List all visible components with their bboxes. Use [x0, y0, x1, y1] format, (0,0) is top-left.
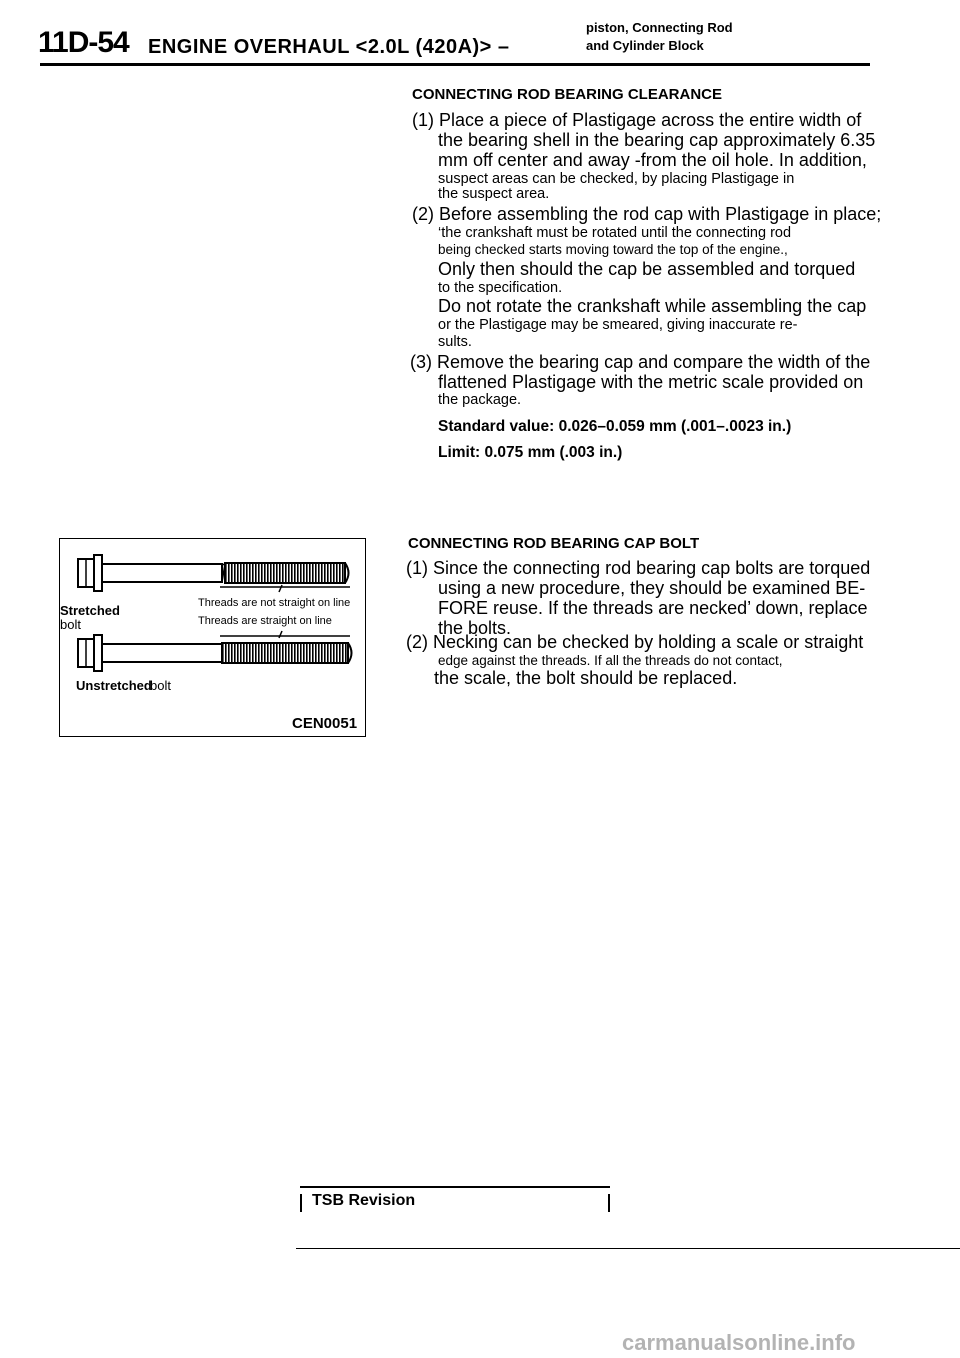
unstretched-bolt-drawing	[77, 630, 353, 672]
cap-bolt-line: using a new procedure, they should be ex…	[438, 578, 866, 598]
rod-clearance-line: suspect areas can be checked, by placing…	[438, 171, 795, 187]
bolt-diagram	[77, 554, 353, 672]
rod-clearance-line: to the specification.	[438, 280, 563, 296]
rod-clearance-line: mm off center and away -from the oil hol…	[438, 150, 867, 170]
rod-clearance-line: or the Plastigage may be smeared, giving…	[438, 317, 798, 333]
figure-label-stretched: Stretched	[60, 603, 120, 618]
rod-clearance-line: the bearing shell in the bearing cap app…	[438, 130, 876, 150]
standard-value: Standard value: 0.026–0.059 mm (.001–.00…	[438, 418, 792, 435]
figure-label-unstretched-bolt: bolt	[150, 678, 171, 693]
limit-value: Limit: 0.075 mm (.003 in.)	[438, 444, 623, 461]
rod-clearance-line: Do not rotate the crankshaft while assem…	[438, 296, 867, 316]
cap-bolt-line: (2) Necking can be checked by holding a …	[406, 632, 864, 652]
subsection-line-2: and Cylinder Block	[586, 38, 704, 53]
footer-rule	[296, 1248, 960, 1249]
rod-clearance-line: sults.	[438, 334, 472, 350]
section-title: ENGINE OVERHAUL <2.0L (420A)> –	[148, 36, 510, 58]
tsb-box-right-edge	[608, 1194, 610, 1212]
cap-bolt-heading: CONNECTING ROD BEARING CAP BOLT	[408, 535, 700, 552]
rod-clearance-heading: CONNECTING ROD BEARING CLEARANCE	[412, 86, 723, 103]
tsb-box-left-edge	[300, 1194, 302, 1212]
rod-clearance-line: being checked starts moving toward the t…	[438, 242, 788, 257]
rod-clearance-line: (1) Place a piece of Plastigage across t…	[412, 110, 862, 130]
cap-bolt-line: FORE reuse. If the threads are necked’ d…	[438, 598, 868, 618]
rod-clearance-line: (3) Remove the bearing cap and compare t…	[410, 352, 871, 372]
figure-label-threads-not-straight: Threads are not straight on line	[198, 597, 351, 609]
page-number: 11D-54	[38, 26, 130, 59]
cap-bolt-line: the bolts.	[438, 618, 512, 638]
header-rule	[40, 63, 870, 66]
watermark: carmanualsonline.info	[622, 1330, 856, 1355]
tsb-box	[300, 1186, 610, 1214]
rod-clearance-line: (2) Before assembling the rod cap with P…	[412, 204, 882, 224]
figure-label-unstretched: Unstretched	[76, 678, 152, 693]
stretched-bolt-drawing	[77, 554, 350, 593]
subsection-line-1: piston, Connecting Rod	[586, 20, 733, 35]
figure-code: CEN0051	[292, 715, 358, 732]
rod-clearance-line: flattened Plastigage with the metric sca…	[438, 372, 864, 392]
rod-clearance-line: Only then should the cap be assembled an…	[438, 259, 856, 279]
cap-bolt-line: (1) Since the connecting rod bearing cap…	[406, 558, 871, 578]
rod-clearance-line: ‘the crankshaft must be rotated until th…	[438, 225, 792, 241]
rod-clearance-line: the package.	[438, 392, 522, 408]
cap-bolt-line: the scale, the bolt should be replaced.	[434, 668, 738, 688]
rod-clearance-line: the suspect area.	[438, 186, 550, 202]
bolt-figure	[59, 538, 366, 737]
figure-label-threads-straight: Threads are straight on line	[198, 615, 332, 627]
tsb-revision-label: TSB Revision	[312, 1192, 416, 1209]
cap-bolt-line: edge against the threads. If all the thr…	[438, 653, 783, 668]
figure-label-stretched-bolt: bolt	[60, 617, 81, 632]
